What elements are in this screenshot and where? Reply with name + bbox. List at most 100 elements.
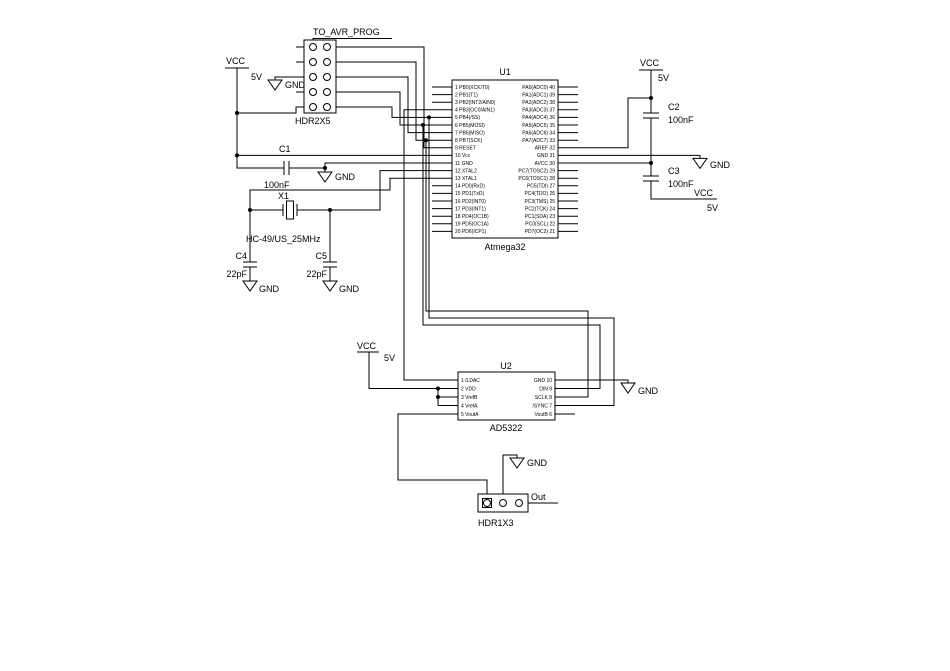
vcc-symbol: VCC 5V <box>357 341 395 363</box>
pin-label: 1 PB0(XCK/T0) <box>455 85 490 91</box>
wire <box>650 181 706 200</box>
pin-label: 4 VrefA <box>461 403 478 409</box>
gnd-label: GND <box>259 284 280 294</box>
junction-dot <box>328 208 332 212</box>
pin-label: /SYNC 7 <box>533 403 553 409</box>
pin-label: 6 PB5(MOSI) <box>455 123 485 129</box>
hdr1x3-label: HDR1X3 <box>478 518 514 528</box>
pin-label: 13 XTAL1 <box>455 176 477 182</box>
pin-circle <box>309 58 317 66</box>
pin-label: PC1(SDA) 23 <box>525 214 556 220</box>
pin-label: 5 VoutA <box>461 412 479 418</box>
pin-label: 19 PD5(OC1A) <box>455 222 489 228</box>
x1-crystal[interactable] <box>282 200 298 220</box>
wire <box>368 352 438 389</box>
pin-label: 9 RESET <box>455 146 476 152</box>
junction-dot <box>235 111 239 115</box>
pin-label: PD7(OC2) 21 <box>525 229 556 235</box>
pin-label: PA4(ADC4) 36 <box>522 115 555 121</box>
pin-label: 10 Vcc <box>455 153 471 159</box>
junction-dot <box>649 161 653 165</box>
wire <box>317 171 333 183</box>
net-label-out: Out <box>531 492 546 502</box>
u1-part-label: Atmega32 <box>484 242 525 252</box>
u1-symbol[interactable]: 1 PB0(XCK/T0)PA0(ADC0) 402 PB1(T1)PA1(AD… <box>432 79 578 239</box>
wire <box>303 39 337 114</box>
hdr1x3-connector[interactable] <box>477 493 529 513</box>
wire <box>274 76 304 80</box>
pin-label: SCLK 8 <box>535 395 552 401</box>
pin-label: PC7(TOSC2) 29 <box>518 168 555 174</box>
wire <box>249 177 432 210</box>
junction-dot <box>649 96 653 100</box>
c5-capacitor[interactable] <box>323 261 337 268</box>
net-label-to-avr-prog: TO_AVR_PROG <box>313 27 380 37</box>
wire <box>242 280 258 292</box>
c5-value: 22pF <box>306 269 327 279</box>
c4-value: 22pF <box>226 269 247 279</box>
gnd-label: GND <box>527 458 548 468</box>
gnd-label: GND <box>285 80 306 90</box>
wire <box>236 68 284 169</box>
pin-label: DIN 9 <box>539 386 552 392</box>
wire <box>578 154 701 159</box>
junction-dot <box>421 123 425 127</box>
c5-refdes: C5 <box>315 251 327 261</box>
wire <box>336 91 432 126</box>
wire <box>237 106 304 114</box>
wire <box>336 106 432 118</box>
vcc-symbol: VCC 5V <box>693 188 718 213</box>
wire <box>692 157 708 170</box>
wire <box>502 454 518 500</box>
pin-label: GND 10 <box>534 378 552 384</box>
wire <box>324 162 432 168</box>
c1-capacitor[interactable] <box>283 161 290 175</box>
pin-label: PC4(TDO) 26 <box>524 191 555 197</box>
wire <box>289 167 326 172</box>
pin-label: PA5(ADC5) 35 <box>522 123 555 129</box>
pin-label: PA2(ADC2) 38 <box>522 100 555 106</box>
gnd-symbol: GND <box>692 157 731 170</box>
pin-label: 5 PB4(/SS) <box>455 115 480 121</box>
c2-capacitor[interactable] <box>643 112 659 119</box>
c3-value: 100nF <box>668 179 694 189</box>
gnd-symbol: GND <box>317 171 356 183</box>
pin-label: 3 PB2(INT2/AIN0) <box>455 100 496 106</box>
gnd-label: GND <box>638 386 659 396</box>
pin-label: 2 VDD <box>461 386 476 392</box>
c3-refdes: C3 <box>668 166 680 176</box>
wire <box>336 76 432 134</box>
pin-circle <box>323 58 331 66</box>
gnd-symbol: GND <box>322 280 360 294</box>
pin-label: 2 PB1(T1) <box>455 92 478 98</box>
gnd-label: GND <box>339 284 360 294</box>
vcc-label: VCC <box>226 56 246 66</box>
wire <box>336 61 432 141</box>
pin-circle <box>309 73 317 81</box>
u1-refdes: U1 <box>499 67 511 77</box>
pin-circle <box>323 88 331 96</box>
gnd-symbol: GND <box>620 382 659 396</box>
vcc-label: VCC <box>357 341 377 351</box>
gnd-label: GND <box>710 160 731 170</box>
pin-circle <box>499 499 507 507</box>
pin-label: 18 PD4(OC1B) <box>455 214 489 220</box>
pin-label: 12 XTAL2 <box>455 168 477 174</box>
pin-label: PA7(ADC7) 33 <box>522 138 555 144</box>
x1-refdes: X1 <box>278 191 289 201</box>
wire <box>509 457 525 469</box>
gnd-symbol: GND <box>509 457 548 469</box>
c1-value: 100nF <box>264 180 290 190</box>
pin-label: PC5(TDI) 27 <box>527 184 555 190</box>
hdr2x5-connector[interactable] <box>303 39 337 114</box>
pin-label: AREF 32 <box>535 146 556 152</box>
gnd-symbol: GND <box>267 79 306 91</box>
pin-circle <box>515 499 523 507</box>
c3-capacitor[interactable] <box>643 175 659 182</box>
pin-label: GND 31 <box>537 153 555 159</box>
pin-circle <box>323 73 331 81</box>
wire <box>457 371 556 421</box>
c4-capacitor[interactable] <box>243 261 257 268</box>
